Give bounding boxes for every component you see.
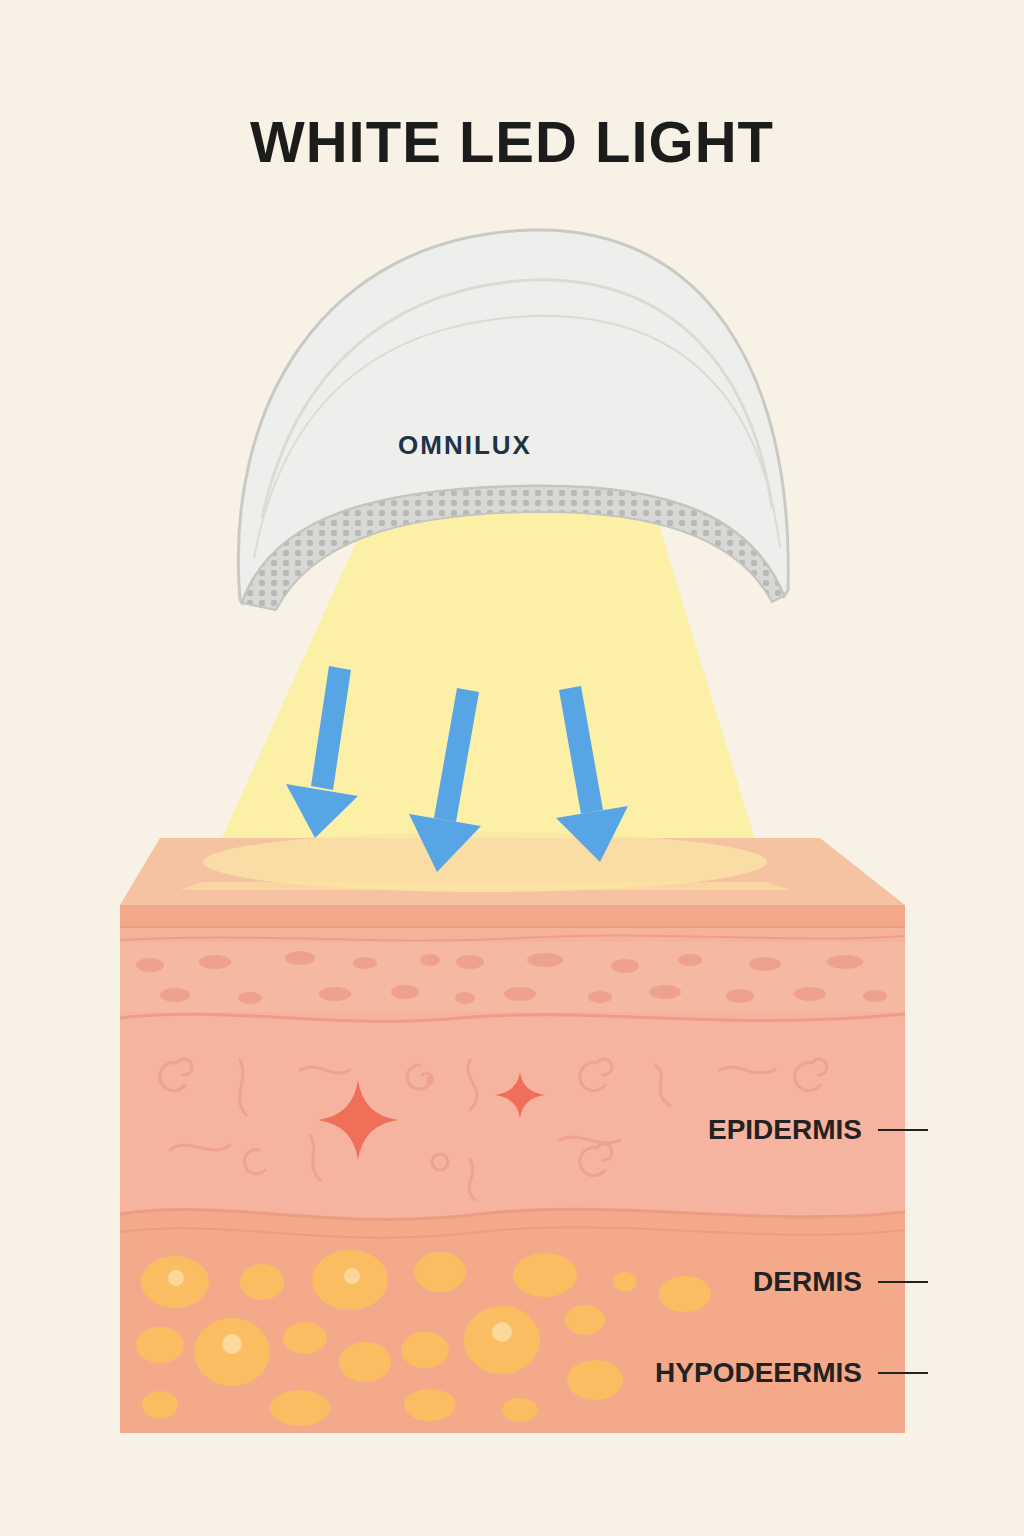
leader-line — [878, 1130, 928, 1373]
brand-name: OMNILUX — [185, 430, 745, 461]
skin-block — [120, 905, 905, 1433]
light-spot — [203, 832, 767, 892]
title: WHITE LED LIGHT — [250, 108, 774, 175]
light-arrow — [556, 686, 628, 862]
layer-label-box: DERMIS — [753, 1266, 862, 1298]
light-arrow — [409, 688, 481, 872]
layer-label-box: EPIDERMIS — [708, 1114, 862, 1146]
layer-label: DERMIS — [753, 1266, 862, 1298]
light-arrow — [286, 666, 358, 838]
device-node: OMNILUX — [232, 218, 792, 618]
sparkle-symbol — [318, 1080, 398, 1160]
sparkle-symbol — [495, 1072, 545, 1118]
device-outline — [232, 218, 792, 618]
title-box: WHITE LED LIGHT — [0, 108, 1024, 175]
layer-label: HYPODEERMIS — [655, 1357, 862, 1389]
layer-label-box: HYPODEERMIS — [655, 1357, 862, 1389]
layer-label: EPIDERMIS — [708, 1114, 862, 1146]
